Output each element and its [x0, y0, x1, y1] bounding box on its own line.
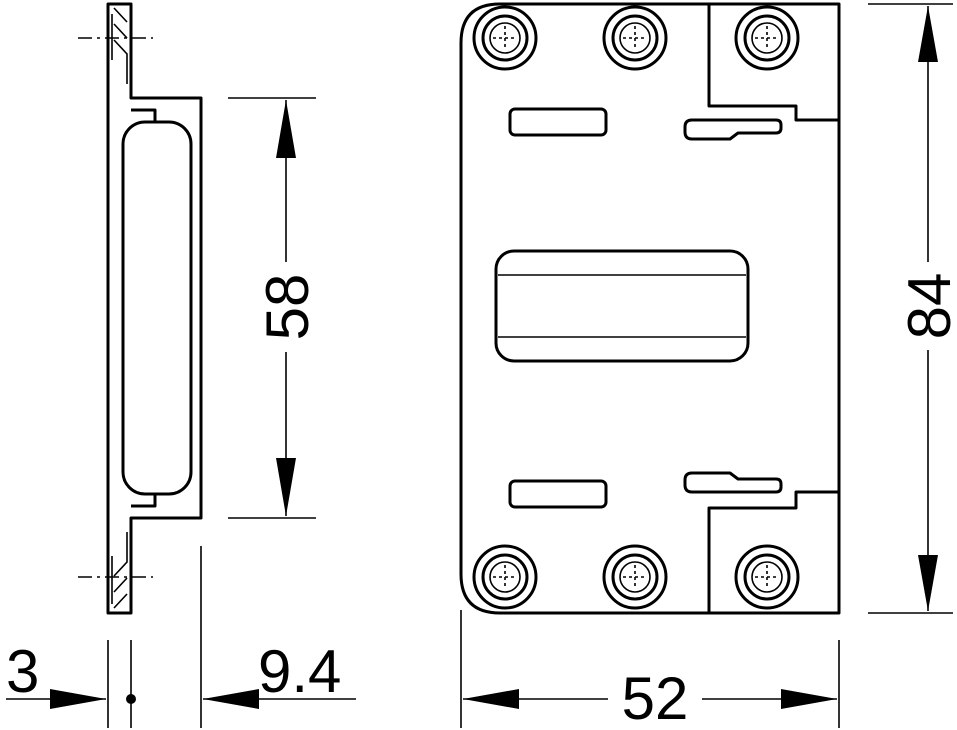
screw-hole-top-right: [734, 5, 800, 71]
screw-hole-top-left: [472, 5, 538, 71]
dimension-plate-height: 84: [868, 3, 957, 614]
plate-outline: [459, 2, 841, 615]
dim-label-52: 52: [622, 665, 689, 730]
dim-label-58: 58: [254, 274, 321, 341]
dim-label-3: 3: [6, 638, 39, 705]
upper-slot-right: [683, 118, 783, 141]
upper-slot-left: [508, 107, 608, 137]
strike-opening: [494, 249, 750, 363]
lower-slot-right: [683, 471, 783, 494]
dimension-plate-width: 52: [460, 610, 840, 730]
screw-hole-bottom-right: [734, 544, 800, 610]
dimension-strike-length: 58: [228, 97, 321, 519]
side-profile-outline: [106, 2, 203, 615]
screw-hole-bottom-left: [472, 544, 538, 610]
front-view: [459, 2, 841, 615]
lower-slot-left: [508, 479, 608, 509]
dimension-thickness: 3 9.4: [6, 546, 356, 728]
side-pocket: [121, 120, 193, 496]
side-view: [78, 2, 203, 615]
dim-label-9-4: 9.4: [258, 638, 341, 705]
screw-hole-top-center: [602, 5, 668, 71]
screw-hole-bottom-center: [602, 544, 668, 610]
dim-label-84: 84: [896, 273, 957, 340]
